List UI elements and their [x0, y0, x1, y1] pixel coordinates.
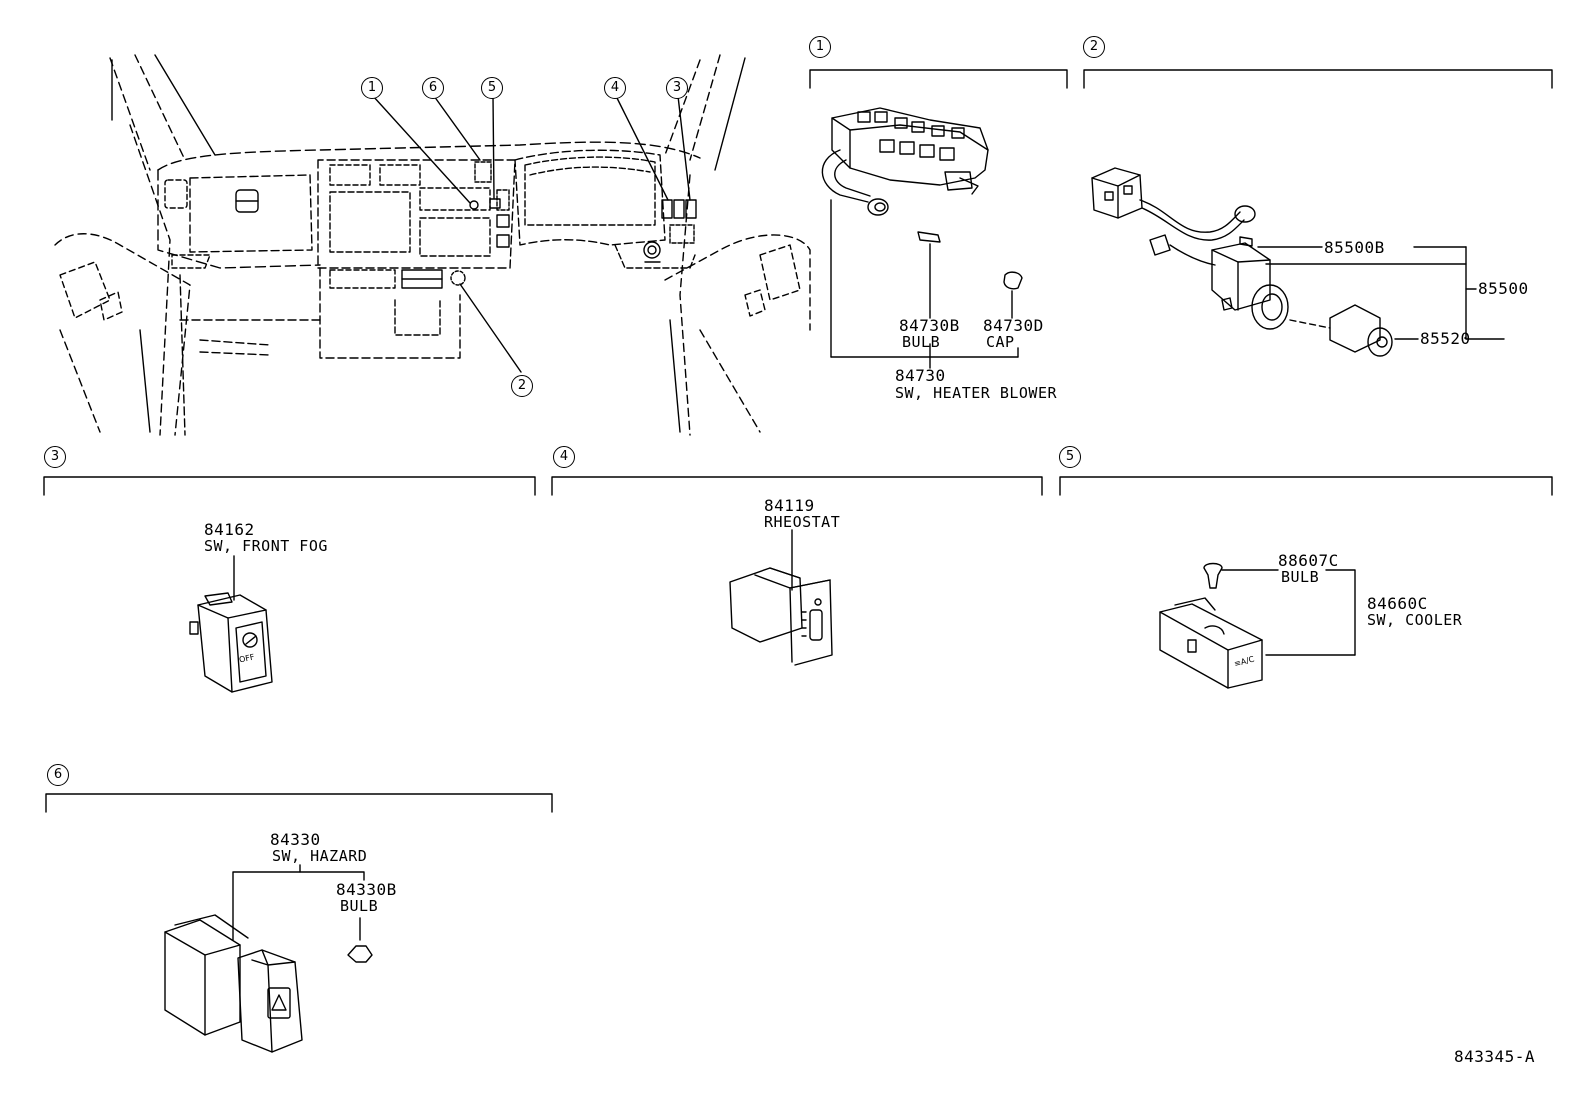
rheostat-drawing	[729, 529, 833, 666]
callout-2-overview: 2	[511, 375, 533, 397]
fog-switch-drawing	[189, 555, 273, 693]
fog-switch-part-name: SW, FRONT FOG	[204, 537, 328, 555]
bulb-part-name: BULB	[902, 333, 941, 351]
hazard-switch-drawing	[164, 864, 373, 1053]
section-frames	[43, 69, 1553, 813]
bulb-part-number: 84730B	[899, 316, 960, 335]
callout-5-overview: 5	[481, 77, 503, 99]
lighter-assembly-part-number: 85500	[1478, 279, 1529, 298]
hazard-switch-part-number: 84330	[270, 830, 321, 849]
rheostat-part-name: RHEOSTAT	[764, 513, 841, 531]
callout-1-section: 1	[809, 36, 831, 58]
cooler-bulb-part-number: 88607C	[1278, 551, 1339, 570]
lighter-bulb-part-number: 85500B	[1324, 238, 1385, 257]
heater-switch-part-number: 84730	[895, 366, 946, 385]
heater-blower-switch-drawing	[821, 107, 1023, 369]
dashboard-overview	[54, 54, 811, 436]
hazard-bulb-part-number: 84330B	[336, 880, 397, 899]
cooler-switch-part-name: SW, COOLER	[1367, 611, 1463, 629]
cap-part-number: 84730D	[983, 316, 1044, 335]
cooler-switch-part-number: 84660C	[1367, 594, 1428, 613]
callout-4-overview: 4	[604, 77, 626, 99]
cap-part-name: CAP	[986, 333, 1015, 351]
rheostat-part-number: 84119	[764, 496, 815, 515]
callout-1-overview: 1	[361, 77, 383, 99]
callout-6-section: 6	[47, 764, 69, 786]
callout-4-section: 4	[553, 446, 575, 468]
cigar-lighter-drawing	[1091, 167, 1505, 357]
callout-3-overview: 3	[666, 77, 688, 99]
diagram-id: 843345-A	[1454, 1047, 1536, 1066]
callout-5-section: 5	[1059, 446, 1081, 468]
cooler-switch-drawing	[1159, 562, 1356, 689]
callout-6-overview: 6	[422, 77, 444, 99]
callout-2-section: 2	[1083, 36, 1105, 58]
cooler-bulb-part-name: BULB	[1281, 568, 1320, 586]
hazard-switch-part-name: SW, HAZARD	[272, 847, 368, 865]
fog-switch-part-number: 84162	[204, 520, 255, 539]
callout-3-section: 3	[44, 446, 66, 468]
heater-switch-part-name: SW, HEATER BLOWER	[895, 384, 1058, 402]
lighter-plug-part-number: 85520	[1420, 329, 1471, 348]
hazard-bulb-part-name: BULB	[340, 897, 379, 915]
